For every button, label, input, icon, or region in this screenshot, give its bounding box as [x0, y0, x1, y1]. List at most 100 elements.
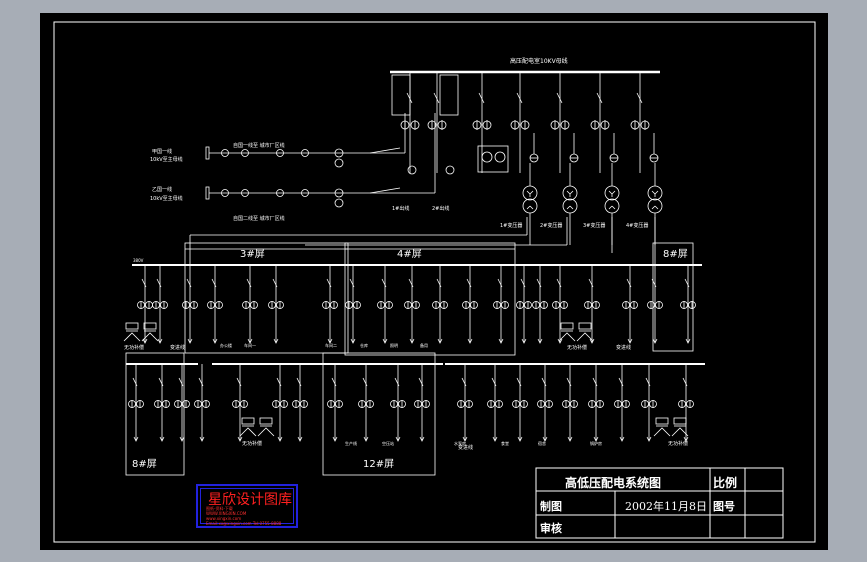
isolator-dot	[276, 189, 284, 197]
hv-feeder-3	[510, 72, 539, 173]
isolator-dot	[221, 149, 229, 157]
cap-comp-label-4: 无功补偿	[668, 440, 688, 447]
isolator-dot	[301, 189, 309, 197]
feeder2-label: 2#出线	[432, 205, 449, 212]
incomer-label-2: 变进线	[616, 344, 631, 351]
feeder-label-1: 车间一	[244, 342, 256, 348]
logo-name: 星欣设计图库	[208, 492, 292, 508]
feeder-t15	[552, 265, 568, 344]
logo-line2: WWW.XINGXIN.COM	[206, 511, 247, 516]
feeder-label-0: 办公楼	[220, 342, 232, 348]
title-block	[535, 467, 784, 539]
feeder-label-2: 车间二	[325, 342, 337, 348]
feeder-t17	[622, 265, 638, 344]
feeder-t16	[584, 265, 600, 344]
feeder-t13	[516, 265, 532, 344]
panel-box-8a	[652, 242, 694, 352]
feeder-label-3: 仓库	[360, 342, 368, 348]
scale-label: 比例	[713, 476, 738, 490]
feeder1-label: 1#出线	[392, 205, 409, 212]
transformer4-label: 4#变压器	[626, 222, 648, 229]
feeder-label-11: 锅炉房	[590, 440, 602, 446]
feeder-b6	[292, 364, 308, 442]
feeder-b12	[487, 364, 503, 442]
transformer-0	[522, 163, 538, 245]
route2-label: 自国二线至 城市厂区线	[233, 215, 285, 222]
incoming2-sub: 10kV至主母线	[150, 195, 183, 202]
feeder-b8	[358, 364, 374, 442]
capacitor-bank-2	[558, 322, 594, 342]
feeder-b2	[174, 364, 190, 442]
meter-inc-1	[407, 165, 417, 175]
incoming-lines	[189, 113, 656, 265]
isolator-dot	[241, 189, 249, 197]
panel-8b-label: 8#屏	[132, 458, 157, 470]
feeder-b19	[678, 364, 694, 442]
feeder-t6	[322, 265, 338, 344]
capacitor-bank-1	[239, 417, 275, 437]
panel-8a-label: 8#屏	[663, 248, 688, 260]
isolator-dot	[301, 149, 309, 157]
feeder-b1	[154, 364, 170, 442]
schematic-diagram: 高压配电室10KV母线 甲国一线 10kV至主母线 乙国一线 10kV至主母线 …	[53, 21, 816, 543]
meter-1	[494, 151, 506, 163]
logo-stamp: 星欣设计图库 图纸-资料-下载 WWW.XINGXIN.COM www.xing…	[196, 484, 298, 528]
logo-line4: Email:xx@xingxin.com Tel:0755-8888	[206, 521, 282, 526]
feeder-b16	[588, 364, 604, 442]
panel-3-label: 3#屏	[240, 248, 265, 260]
feeder-b5	[272, 364, 288, 442]
feeder-b13	[512, 364, 528, 442]
feeder-t1	[152, 265, 168, 344]
feeder-t10	[432, 265, 448, 344]
feeder-b18	[641, 364, 657, 442]
feeder-label-6: 生产线	[345, 440, 357, 446]
feeder-label-9: 食堂	[501, 440, 509, 446]
feeder-t5	[268, 265, 284, 344]
feeder-t7	[345, 265, 361, 344]
feeder-t9	[404, 265, 420, 344]
cap-comp-label-1: 无功补偿	[124, 344, 144, 351]
cap-comp-label-3: 无功补偿	[567, 344, 587, 351]
panel-12-label: 12#屏	[363, 458, 394, 470]
drawn-label: 制图	[540, 500, 562, 513]
panel-4-label: 4#屏	[397, 248, 422, 260]
feeder-b14	[537, 364, 553, 442]
transformer3-label: 3#变压器	[583, 222, 605, 229]
feeder-label-8: 水泵房	[454, 440, 466, 446]
transformer-1	[562, 163, 578, 245]
meter-box	[477, 145, 509, 173]
feeder-t12	[493, 265, 509, 344]
feeder-label-5: 备用	[420, 342, 428, 348]
transformer1-label: 1#变压器	[500, 222, 522, 229]
feeder-label-4: 照明	[390, 343, 398, 348]
feeder-t19	[680, 265, 696, 344]
route1-label: 自国一线至 城市厂区线	[233, 142, 285, 149]
feeder-t14	[532, 265, 548, 344]
feeder-b11	[457, 364, 473, 442]
inc-b	[205, 186, 401, 208]
logo-line3: www.xingxin.com	[206, 516, 242, 521]
panel-box-8b	[125, 352, 185, 476]
feeder-label-7: 空压站	[382, 440, 394, 446]
check-label: 审核	[540, 522, 562, 535]
incomer-label-1: 变进线	[170, 344, 185, 351]
feeder-b0	[128, 364, 144, 442]
hv-feeder-1	[427, 72, 447, 173]
feeder-t8	[377, 265, 393, 344]
isolator-dot	[221, 189, 229, 197]
meter-inc-2	[445, 165, 455, 175]
date-text: 2002年11月8日	[625, 500, 707, 513]
pt-box-1	[391, 74, 411, 116]
panel-box-4	[344, 242, 516, 356]
hv-feeder-6	[630, 72, 659, 173]
feeder-t3	[207, 265, 223, 344]
feeder-label-10: 宿舍	[538, 440, 546, 446]
isolator-dot	[276, 149, 284, 157]
cap-comp-label-2: 无功补偿	[242, 440, 262, 447]
inner-border	[53, 21, 816, 543]
lv-bus-label: 380V	[133, 258, 144, 263]
feeder-b10	[414, 364, 430, 442]
feeder-b15	[562, 364, 578, 442]
logo-line1: 图纸-资料-下载	[206, 506, 233, 511]
